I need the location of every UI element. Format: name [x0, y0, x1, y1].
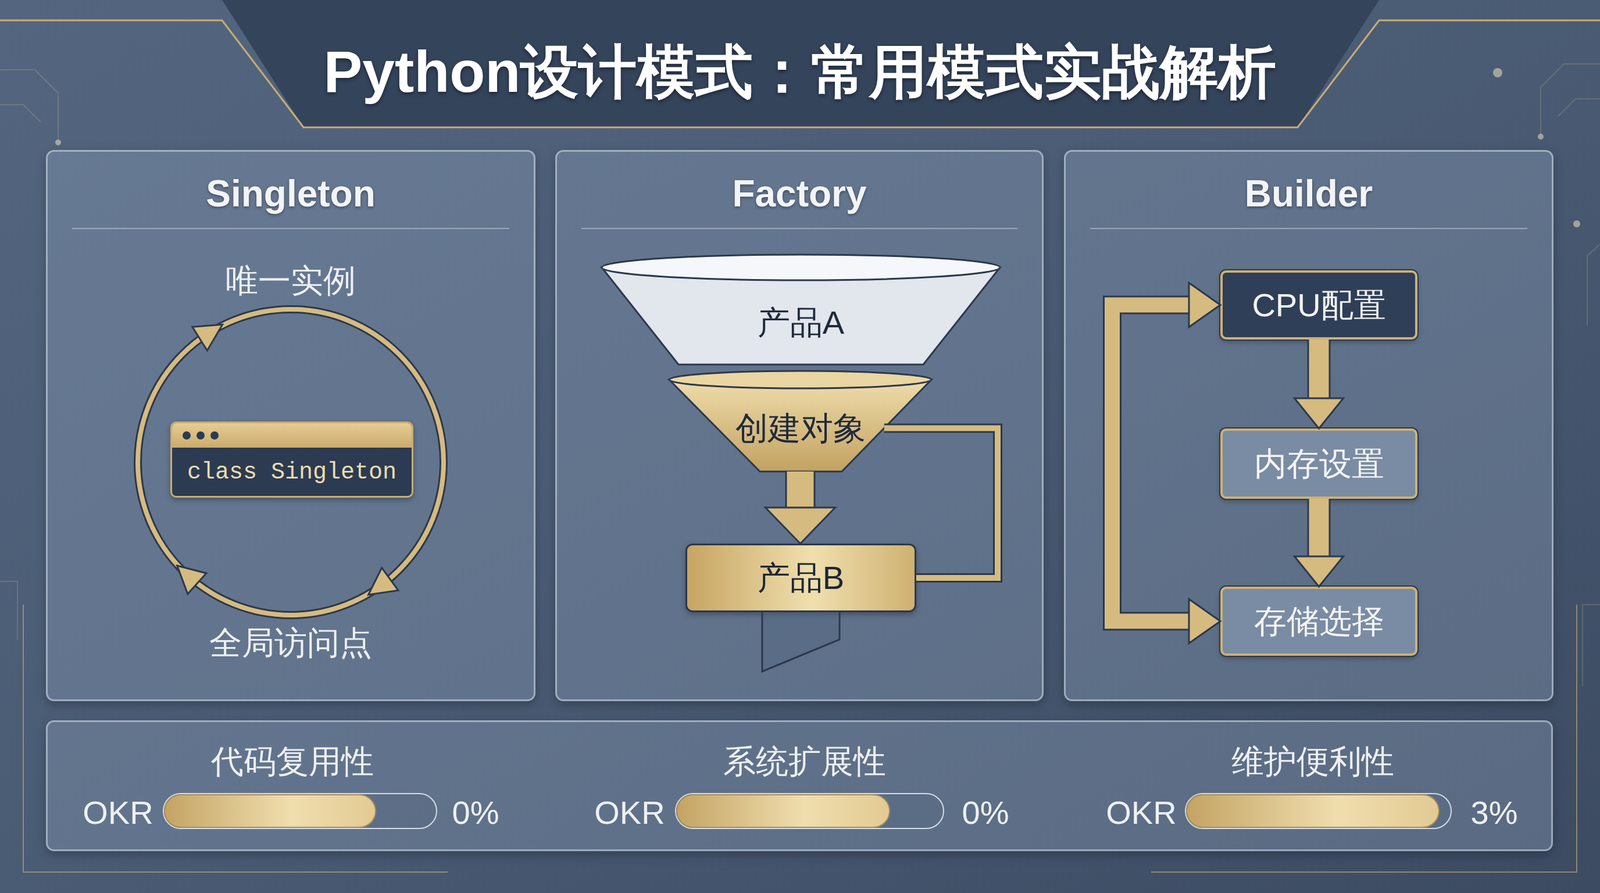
arrow-head	[1188, 283, 1221, 328]
arrow-head	[1188, 599, 1221, 644]
funnel-rim	[601, 254, 1000, 281]
okr-tag: OKR	[71, 789, 165, 837]
metric-name: 代码复用性	[147, 738, 438, 785]
funnel-body	[601, 267, 1000, 365]
arrow-head	[1294, 556, 1344, 587]
metric-name: 系统扩展性	[659, 738, 950, 785]
step-label: CPU配置	[1222, 272, 1416, 338]
progress-bars	[163, 793, 1452, 829]
panel-heading: Factory	[556, 169, 1042, 219]
process-label: 创建对象	[692, 403, 909, 454]
page-title: Python设计模式：常用模式实战解析	[160, 39, 1440, 104]
connector-line	[1112, 305, 1191, 622]
role-label: 全局访问点	[145, 619, 437, 667]
cycle-ring	[137, 309, 444, 616]
step-label: 存储选择	[1222, 588, 1416, 654]
create-arrow	[765, 471, 836, 544]
connector-outline	[785, 471, 816, 509]
code-text: class Singleton	[172, 448, 412, 496]
funnel-bottom: 创建对象	[669, 370, 932, 472]
pattern-panel: Factory 产品A 创建对象产品B	[555, 150, 1044, 702]
panel-heading: Builder	[1065, 169, 1552, 219]
funnel-rim	[669, 370, 932, 389]
window-dot	[210, 431, 219, 440]
chain-bracket	[1112, 283, 1221, 644]
arrow-head	[1294, 398, 1344, 429]
okr-tag: OKR	[583, 789, 677, 837]
funnel-top: 产品A	[601, 254, 1000, 365]
panel-heading: Singleton	[47, 169, 534, 219]
build-step: 内存设置	[1220, 428, 1418, 499]
metrics-band: 代码复用性OKR0%系统扩展性OKR0%维护便利性OKR3%	[45, 720, 1553, 852]
connector-outline	[884, 428, 998, 578]
window-dot	[196, 431, 205, 440]
metric-value: 0%	[440, 789, 511, 837]
step-label: 内存设置	[1222, 430, 1416, 497]
product-label: 产品A	[659, 296, 942, 349]
step-arrow	[1294, 498, 1344, 587]
metric-value: 0%	[950, 789, 1021, 837]
connector-outline	[1307, 498, 1331, 558]
code-window: class Singleton	[170, 421, 414, 498]
pattern-panel: BuilderCPU配置内存设置存储选择	[1063, 150, 1554, 702]
metric-value: 3%	[1459, 789, 1530, 837]
connector-line	[787, 471, 814, 509]
build-step: CPU配置	[1220, 270, 1418, 340]
connector-line	[1309, 498, 1330, 558]
return-loop	[884, 428, 998, 578]
banner-trim	[0, 20, 1600, 128]
role-label: 唯一实例	[145, 257, 437, 305]
funnel-body	[669, 379, 932, 472]
connector-line	[1309, 339, 1330, 400]
pattern-panel: Singleton class Singleton	[45, 150, 536, 702]
connector-line	[884, 428, 998, 578]
metric-name: 维护便利性	[1167, 738, 1459, 785]
window-bar	[172, 423, 412, 449]
connector-outline	[1307, 339, 1331, 400]
window-dot	[182, 431, 191, 440]
step-arrow	[1294, 339, 1344, 429]
panel-dividers	[72, 227, 1528, 230]
okr-tag: OKR	[1094, 789, 1188, 837]
output-pennant	[762, 612, 840, 672]
arrow-head	[765, 507, 836, 544]
product-box: 产品B	[685, 543, 917, 613]
connector-outline	[1112, 305, 1191, 622]
build-step: 存储选择	[1220, 586, 1418, 656]
product-label: 产品B	[687, 545, 915, 611]
